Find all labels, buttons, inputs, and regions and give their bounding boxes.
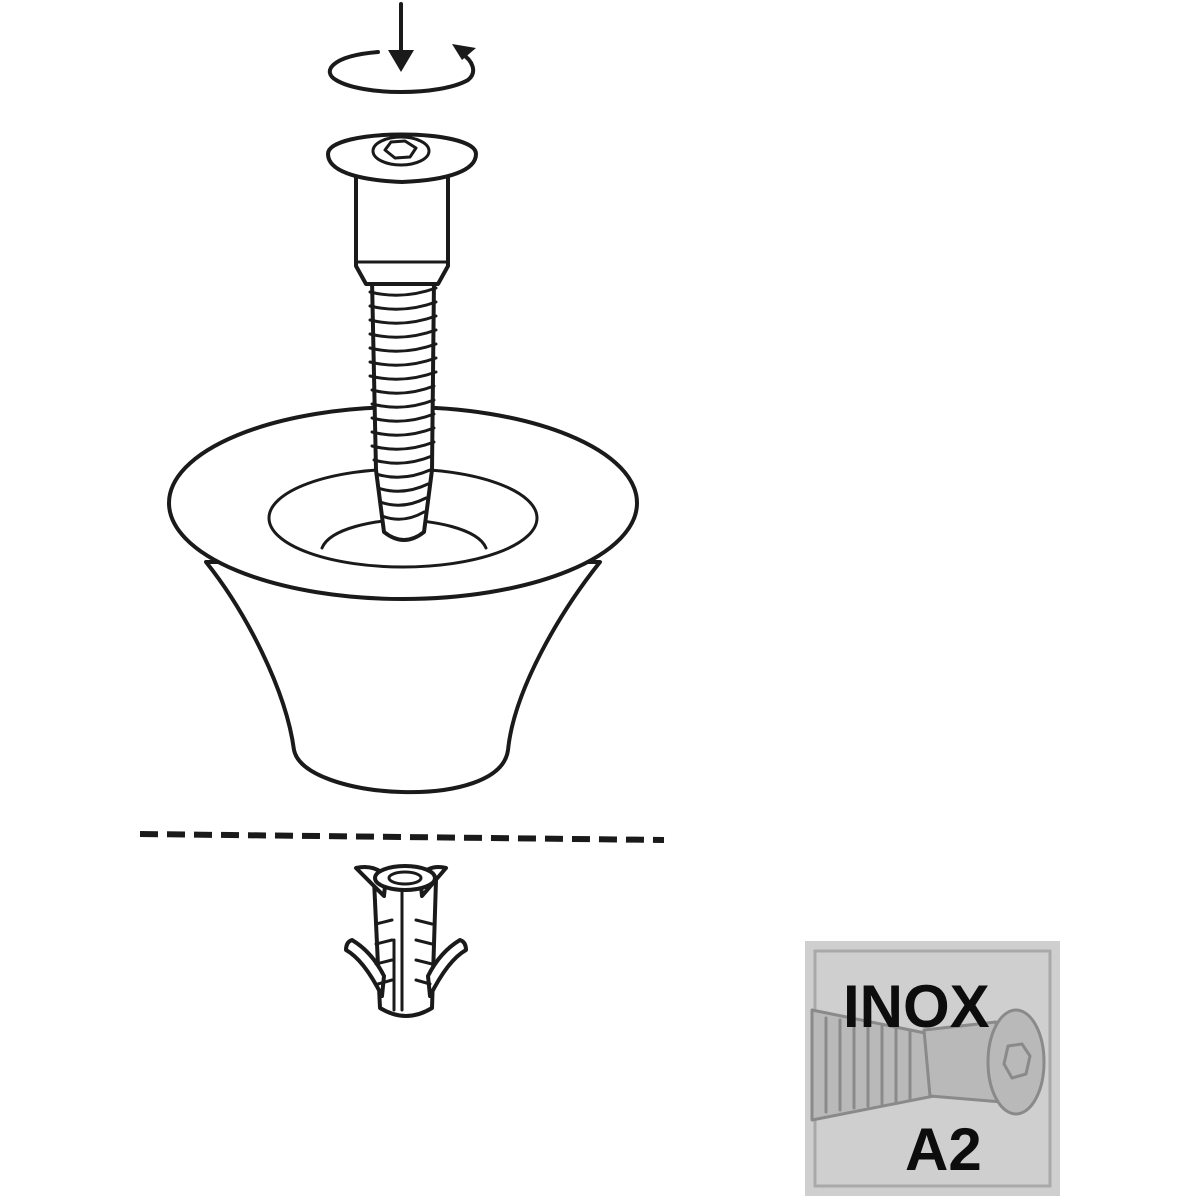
- wall-surface-line: [139, 831, 665, 843]
- grade-label: A2: [905, 1116, 982, 1183]
- stainless-screw-icon: [810, 1008, 1046, 1122]
- screw-icon: [326, 132, 478, 542]
- material-badge: INOX A2: [805, 941, 1060, 1196]
- wall-plug-icon: [344, 864, 468, 1018]
- material-label: INOX: [843, 973, 990, 1040]
- rotate-arrows-icon: [327, 2, 476, 94]
